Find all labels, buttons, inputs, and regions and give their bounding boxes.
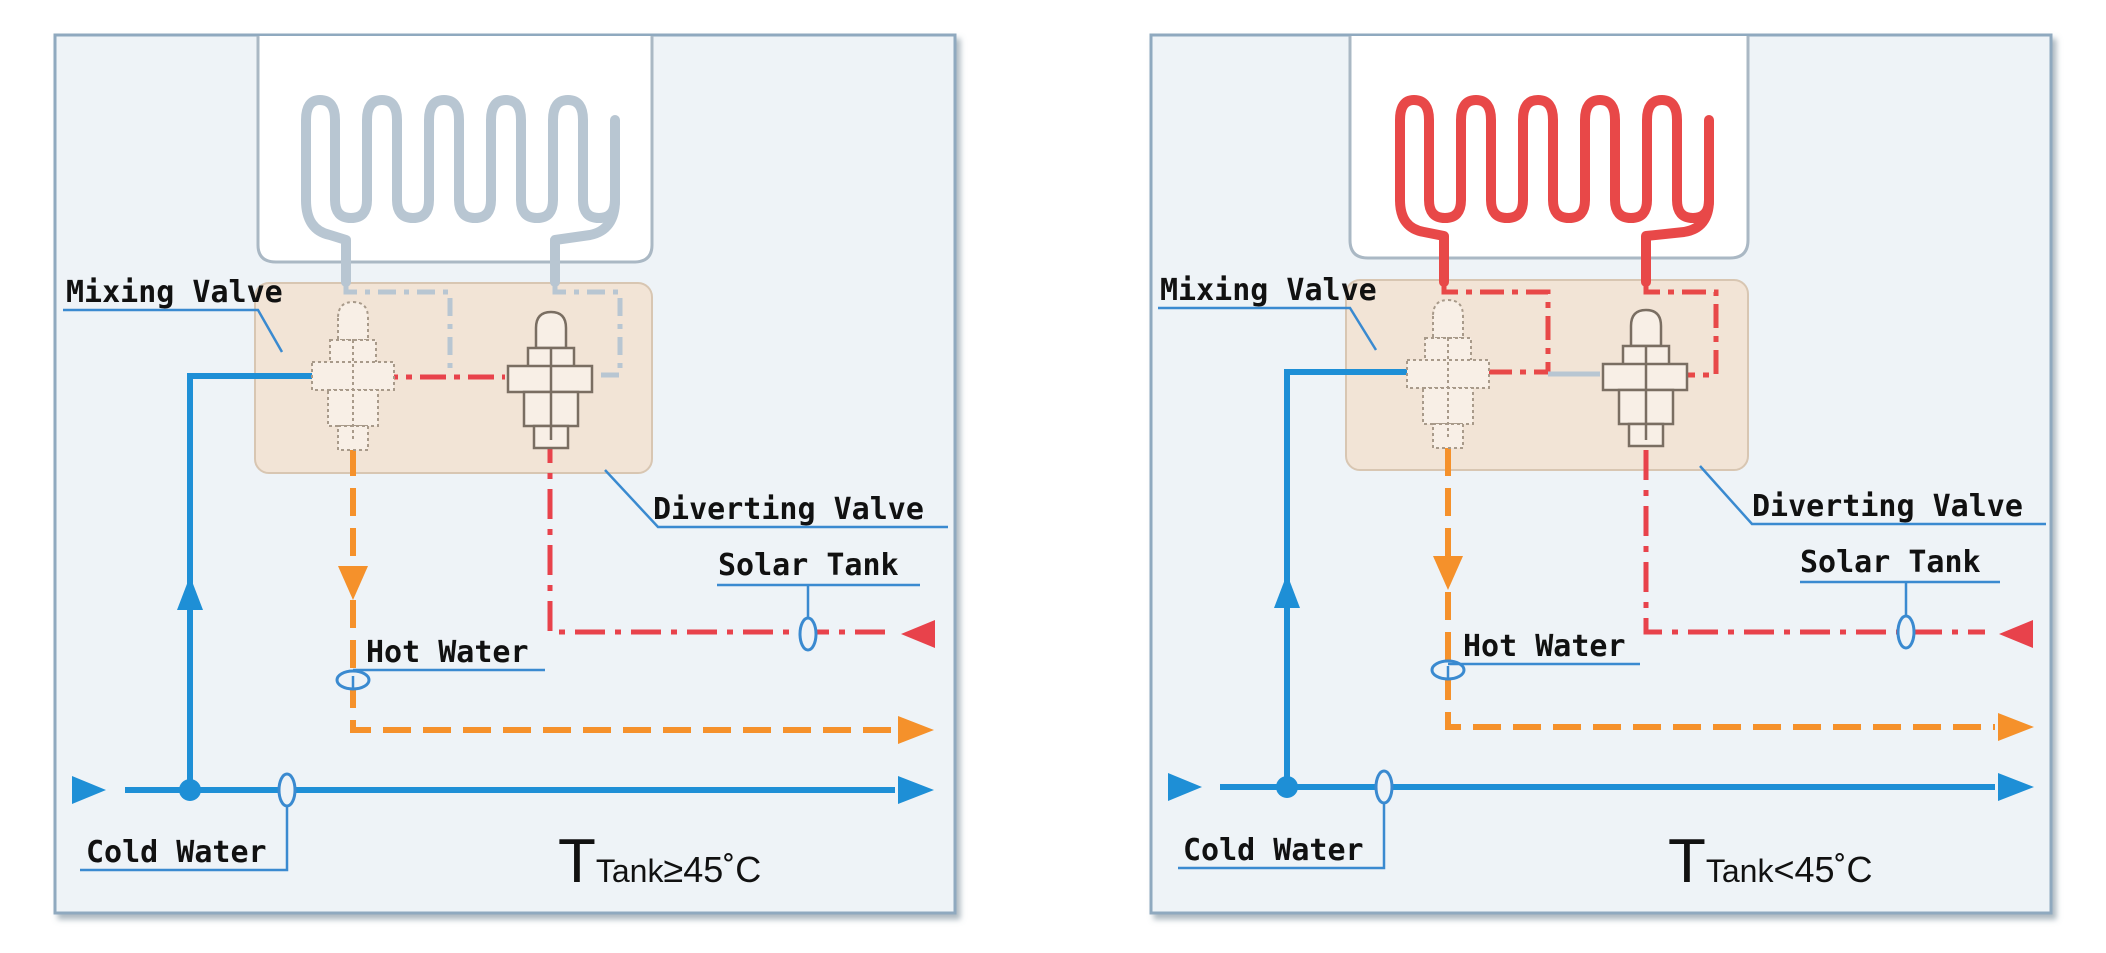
cold-water-up-arrow: [1274, 574, 1300, 608]
tank-condition-label: TTank≥45˚C: [558, 827, 761, 896]
solar-tank-label: Solar Tank: [1800, 545, 1981, 580]
cold-water-label: Cold Water: [86, 835, 267, 870]
solar-temp-sensor: [798, 616, 818, 652]
solar-flow: [1643, 450, 1985, 635]
cold-water-junction: [179, 779, 201, 801]
cold-water-flow: [1220, 369, 1995, 790]
diverting-valve-symbol: [1601, 308, 1689, 448]
cold-water-sensor: [277, 772, 297, 808]
hot-water-label: Hot Water: [1463, 629, 1626, 664]
cold-water-sensor: [1374, 769, 1394, 805]
condition-subscript: Tank: [596, 853, 665, 889]
diverting-valve-label: Diverting Valve: [653, 492, 924, 527]
cold-water-in-arrow: [72, 776, 106, 804]
cold-water-label: Cold Water: [1183, 833, 1364, 868]
mixing-valve-label: Mixing Valve: [1160, 273, 1377, 308]
hot-water-down-arrow: [338, 566, 368, 600]
tank-condition-label: TTank<45˚C: [1668, 827, 1873, 896]
cold-water-out-arrow: [1998, 773, 2034, 801]
label-leaders: [1158, 306, 2046, 870]
condition-value: ≥45˚C: [663, 849, 761, 890]
heater-loop-flow: [1441, 282, 1719, 378]
mixing-valve-label: Mixing Valve: [66, 275, 283, 310]
diverting-valve-symbol: [506, 310, 594, 450]
hot-water-flow: [350, 448, 895, 733]
diverting-valve-label: Diverting Valve: [1752, 489, 2023, 524]
condition-symbol: T: [558, 827, 596, 896]
cold-water-up-arrow: [177, 576, 203, 610]
condition-symbol: T: [1668, 827, 1706, 896]
panel-left: Mixing Valve Diverting Valve Solar Tank …: [53, 33, 957, 915]
mixing-valve-symbol: [311, 300, 395, 451]
cold-water-out-arrow: [898, 776, 934, 804]
hot-water-flow: [1445, 448, 1995, 730]
panel-right: Mixing Valve Diverting Valve Solar Tank …: [1149, 33, 2053, 915]
solar-temp-sensor: [1896, 614, 1916, 650]
hot-water-out-arrow: [1998, 713, 2034, 741]
heat-exchanger-coil: [1395, 95, 1714, 287]
hot-water-out-arrow: [898, 716, 934, 744]
condition-value: <45˚C: [1773, 849, 1872, 890]
label-leaders: [63, 308, 948, 872]
mixing-valve-symbol: [1406, 298, 1490, 449]
hot-water-down-arrow: [1433, 556, 1463, 590]
heat-exchanger-coil: [301, 95, 620, 287]
hot-water-label: Hot Water: [366, 635, 529, 670]
cold-water-flow: [125, 373, 895, 793]
bypass-loop: [343, 285, 623, 378]
cold-water-in-arrow: [1168, 773, 1202, 801]
condition-subscript: Tank: [1706, 853, 1775, 889]
solar-tank-label: Solar Tank: [718, 548, 899, 583]
solar-tank-arrow: [1999, 620, 2033, 648]
cold-water-junction: [1276, 776, 1298, 798]
solar-tank-arrow: [901, 620, 935, 648]
